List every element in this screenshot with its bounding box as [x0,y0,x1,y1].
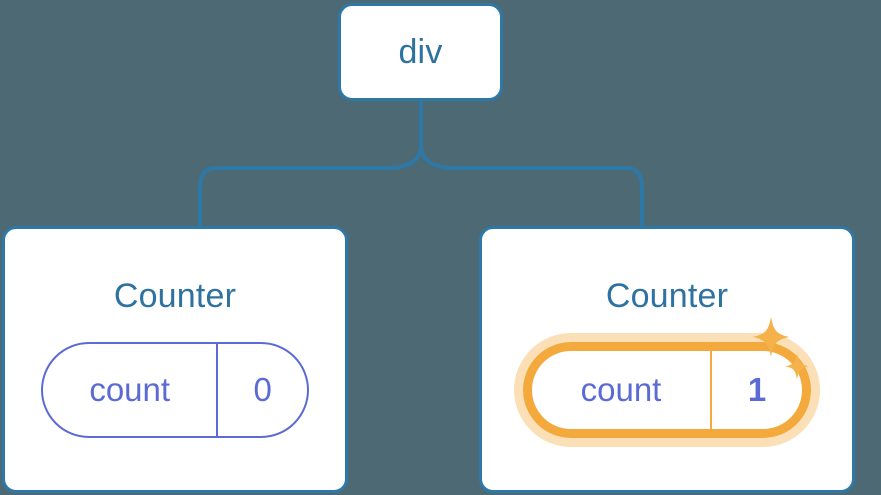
state-key-left: count [89,371,171,408]
state-value-right: 1 [710,351,802,429]
state-pill-wrap-left: count 0 [5,342,345,438]
counter-title-left: Counter [113,277,237,315]
state-pill-wrap-right: count 1 [482,317,852,438]
counter-title-right: Counter [605,277,729,315]
tree-node-counter-right[interactable]: Counter count 1 [479,226,855,493]
state-key-right: count [580,371,662,408]
state-pill-right[interactable]: count 1 [523,317,811,438]
root-node-label: div [398,32,443,71]
state-value-left: 0 [216,344,307,436]
state-pill-left[interactable]: count 0 [41,342,309,438]
tree-node-counter-left[interactable]: Counter count 0 [2,226,348,493]
tree-node-root[interactable]: div [338,3,503,101]
